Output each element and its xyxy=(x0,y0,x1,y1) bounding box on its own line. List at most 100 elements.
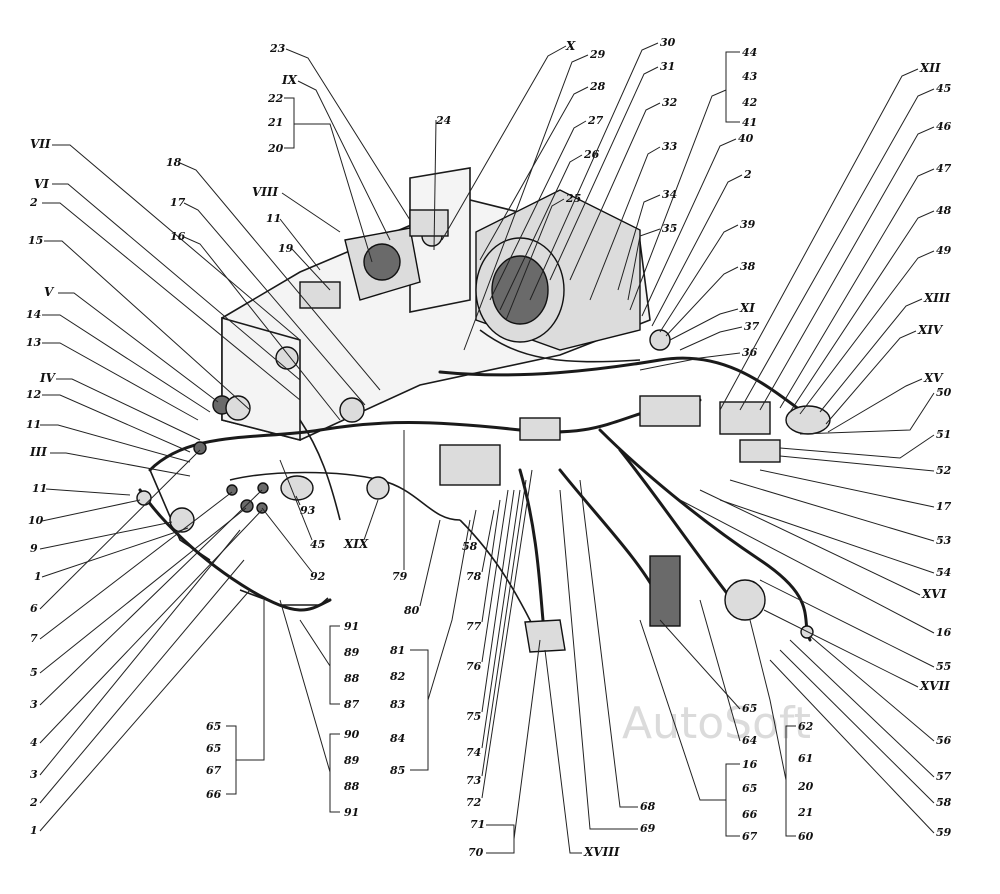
callout-39: 39 xyxy=(740,218,756,231)
right-components xyxy=(439,329,831,653)
callout-56: 56 xyxy=(936,734,952,747)
callout-xv: XV xyxy=(923,371,944,385)
callout-69: 69 xyxy=(640,822,656,835)
callout-27: 27 xyxy=(587,114,604,127)
callout-59: 59 xyxy=(936,826,952,839)
main-harness xyxy=(138,329,812,642)
callout-17b: 17 xyxy=(936,500,952,513)
relay-box-b xyxy=(719,401,771,435)
callout-49: 49 xyxy=(936,244,952,257)
relay-box-a xyxy=(639,395,701,427)
callout-92: 92 xyxy=(310,570,326,583)
component-xvii xyxy=(724,579,766,621)
bracket-group-4: 81 82 83 84 85 xyxy=(390,519,471,777)
callout-ix: IX xyxy=(281,73,298,87)
component-xviii xyxy=(524,619,566,653)
callout-72: 72 xyxy=(466,796,482,809)
bracket-group-3: 90 89 88 91 xyxy=(279,599,360,819)
callout-58b: 58 xyxy=(936,796,952,809)
callout-51: 51 xyxy=(936,428,951,441)
g3-item-1: 89 xyxy=(344,754,360,767)
callout-21: 21 xyxy=(267,116,283,129)
callout-44: 44 xyxy=(742,46,757,59)
switch-xix xyxy=(339,397,365,423)
callout-xvi: XVI xyxy=(921,587,947,601)
connector-xix xyxy=(366,476,390,500)
callout-79: 79 xyxy=(392,570,408,583)
callout-46: 46 xyxy=(936,120,952,133)
bottom-callouts: 93 45 92 XIX 79 80 58 78 77 76 75 74 73 … xyxy=(206,430,814,859)
callout-26: 26 xyxy=(583,148,600,161)
callout-6: 6 xyxy=(30,602,38,615)
callout-xix: XIX xyxy=(343,537,369,551)
callout-11b: 11 xyxy=(32,482,47,495)
component-xi xyxy=(649,329,671,351)
callout-3b: 3 xyxy=(30,768,38,781)
callout-41: 41 xyxy=(742,116,757,129)
callout-65b: 65 xyxy=(742,702,757,715)
callout-55: 55 xyxy=(936,660,951,673)
callout-45b: 45 xyxy=(936,82,951,95)
callout-40: 40 xyxy=(738,132,754,145)
callout-37: 37 xyxy=(744,320,760,333)
relay-block xyxy=(299,281,341,309)
callout-15: 15 xyxy=(28,234,43,247)
component-93 xyxy=(280,475,314,501)
g1-item-1: 65 xyxy=(206,742,221,755)
g5-item-3: 67 xyxy=(742,830,758,843)
junction-block xyxy=(439,444,501,486)
g6-item-2: 20 xyxy=(797,780,814,793)
bracket-group-5: 16 65 66 67 xyxy=(639,619,758,843)
callout-28: 28 xyxy=(589,80,606,93)
callout-48: 48 xyxy=(936,204,952,217)
callout-1a: 1 xyxy=(34,570,42,583)
coil-component xyxy=(649,555,681,627)
callout-5: 5 xyxy=(30,666,38,679)
top-callouts: 23 IX 22 21 20 24 VIII 18 17 11 16 19 X … xyxy=(166,36,760,421)
callout-71: 71 xyxy=(470,818,485,831)
callout-24: 24 xyxy=(435,114,451,127)
callout-12: 12 xyxy=(26,388,42,401)
g2-item-0: 91 xyxy=(344,620,359,633)
wiper-motor xyxy=(344,209,449,301)
callout-47: 47 xyxy=(936,162,952,175)
callout-54: 54 xyxy=(936,566,951,579)
right-callouts: XII 45 46 47 48 49 XIII XIV XV 50 51 52 … xyxy=(679,61,952,839)
g3-item-0: 90 xyxy=(344,728,360,741)
headlamp-connector xyxy=(169,507,195,533)
callout-42: 42 xyxy=(742,96,758,109)
callout-v: V xyxy=(44,285,55,299)
callout-xii: XII xyxy=(919,61,941,75)
callout-11a: 11 xyxy=(26,418,41,431)
horn-connector xyxy=(225,395,251,421)
g6-item-4: 60 xyxy=(798,830,814,843)
callout-73: 73 xyxy=(466,774,482,787)
g5-item-1: 65 xyxy=(742,782,757,795)
callout-18: 18 xyxy=(166,156,182,169)
callout-2: 2 xyxy=(29,196,38,209)
g5-item-0: 16 xyxy=(742,758,758,771)
callout-53: 53 xyxy=(936,534,952,547)
g2-item-3: 87 xyxy=(344,698,360,711)
component-52 xyxy=(739,439,781,463)
callout-xiii: XIII xyxy=(923,291,951,305)
callout-xvii: XVII xyxy=(919,679,950,693)
callout-36: 36 xyxy=(742,346,758,359)
bracket-group-6: 62 61 20 21 60 xyxy=(749,619,814,843)
callout-76: 76 xyxy=(466,660,482,673)
g5-item-2: 66 xyxy=(742,808,758,821)
left-callouts: VII VI 2 15 V 14 13 IV 12 11 III 11 10 9… xyxy=(26,137,301,837)
callout-17: 17 xyxy=(170,196,186,209)
callout-vii: VII xyxy=(30,137,51,151)
heater-unit xyxy=(475,189,641,351)
callout-30: 30 xyxy=(660,36,676,49)
g4-item-1: 82 xyxy=(390,670,406,683)
callout-52: 52 xyxy=(936,464,952,477)
callout-iv: IV xyxy=(39,371,57,385)
g3-item-2: 88 xyxy=(344,780,360,793)
g1-item-3: 66 xyxy=(206,788,222,801)
callout-1b: 1 xyxy=(30,824,38,837)
callout-x: X xyxy=(565,39,576,53)
